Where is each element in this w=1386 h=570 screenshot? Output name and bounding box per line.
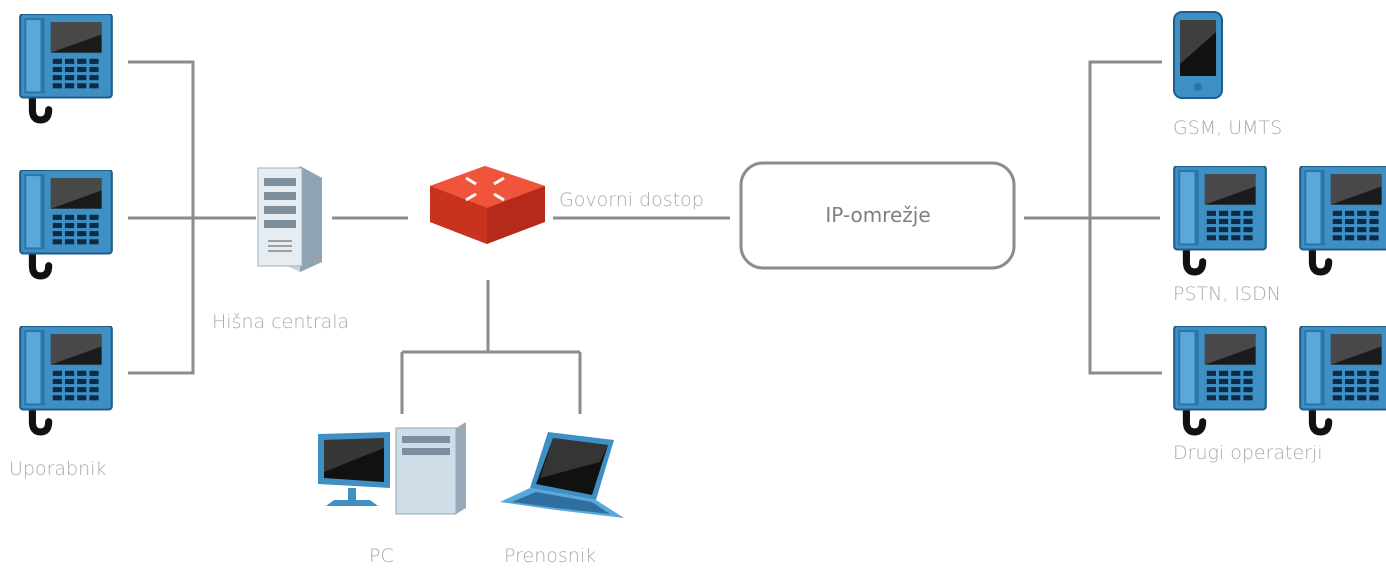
- laptop-icon: [500, 432, 624, 518]
- desk-phone-icon: [1174, 326, 1266, 432]
- connection-lines: [128, 60, 1162, 414]
- pstn-phones: [1174, 166, 1386, 272]
- pc-label: PC: [369, 545, 394, 567]
- laptop-label: Prenosnik: [504, 545, 596, 567]
- mobile-phone-icon: [1173, 11, 1223, 99]
- other-operators-label: Drugi operaterji: [1173, 442, 1323, 464]
- pbx-label: Hišna centrala: [212, 311, 349, 333]
- desk-phone-icon: [1300, 326, 1386, 432]
- ip-network-box: [739, 161, 1016, 270]
- ip-network-label: IP-omrežje: [825, 203, 930, 227]
- router-icon: [430, 166, 545, 244]
- pstn-label: PSTN, ISDN: [1173, 283, 1281, 305]
- desk-phone-icon: [20, 14, 112, 120]
- voice-access-label: Govorni dostop: [559, 189, 704, 211]
- other-operator-phones: [1174, 326, 1386, 432]
- mobile-label: GSM, UMTS: [1173, 117, 1282, 139]
- server-icon: [257, 166, 322, 272]
- user-phones: [20, 14, 112, 432]
- desk-phone-icon: [20, 326, 112, 432]
- desk-phone-icon: [20, 170, 112, 276]
- desk-phone-icon: [1174, 166, 1266, 272]
- users-label: Uporabnik: [9, 458, 106, 480]
- desk-phone-icon: [1300, 166, 1386, 272]
- desktop-pc-icon: [318, 422, 466, 515]
